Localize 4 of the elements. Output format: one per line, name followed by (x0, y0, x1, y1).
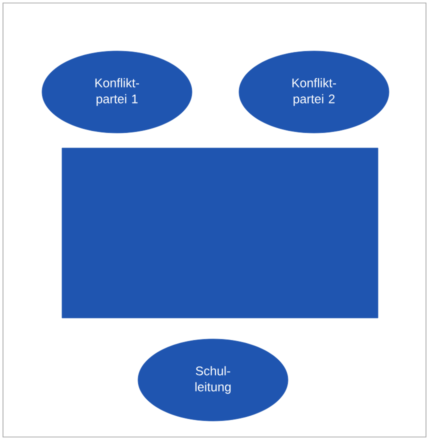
ellipse-node: Schul- leitung (138, 338, 288, 422)
ellipse-node: Konflikt- partei 2 (238, 50, 390, 134)
ellipse-node: Konflikt- partei 1 (42, 50, 192, 134)
box-shape (62, 148, 378, 318)
